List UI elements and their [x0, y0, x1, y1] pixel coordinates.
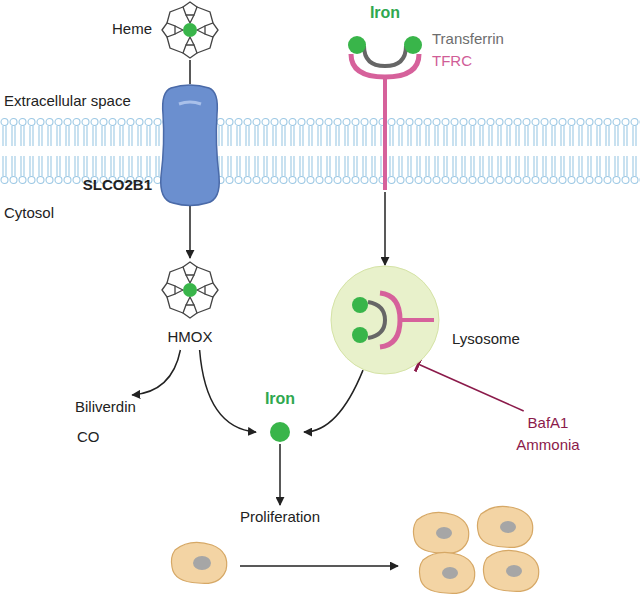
flow-arrow	[132, 350, 180, 395]
label-text: Lysosome	[452, 330, 520, 348]
label-text: Ammonia	[516, 436, 579, 454]
label-text: Heme	[112, 20, 152, 38]
label-text: BafA1	[528, 414, 569, 432]
nucleus	[193, 521, 522, 579]
region-label: Cytosol	[4, 204, 54, 222]
heme-icon: Heme	[160, 0, 220, 60]
outcome-label: Proliferation	[237, 505, 323, 529]
label-text: Proliferation	[240, 508, 320, 526]
label-text: HMOX	[168, 328, 213, 346]
flow-arrow	[200, 350, 256, 432]
flow-arrow	[279, 444, 281, 505]
membrane	[0, 116, 640, 186]
iron-pool: Iron	[256, 390, 304, 444]
lysosome: Lysosome	[330, 265, 440, 375]
flow-arrow	[189, 60, 191, 84]
label-text: Iron	[265, 390, 295, 408]
flow-arrow	[384, 192, 386, 265]
cell	[171, 506, 538, 593]
proliferation-arrow	[240, 565, 398, 567]
label-text: TFRC	[432, 52, 472, 70]
lysosome-shape	[330, 265, 440, 375]
label-text: SLCO2B1	[83, 176, 152, 194]
transporter-shape	[157, 84, 223, 206]
region-label: Extracellular space	[4, 92, 131, 110]
label-text: Biliverdin	[75, 398, 136, 416]
flow-arrow	[189, 206, 191, 258]
flow-arrow	[304, 370, 363, 432]
label-text: CO	[77, 428, 100, 446]
inhibitor-group: BafA1Ammonia	[513, 411, 582, 457]
enzyme-group: HMOX	[158, 258, 222, 350]
products: BiliverdinCO	[72, 395, 139, 449]
label-text: Transferrin	[432, 30, 504, 48]
receptor-complex: IronTransferrinTFRC	[340, 2, 515, 192]
transporter: SLCO2B1	[157, 84, 223, 206]
inhibition-line	[418, 364, 524, 411]
heme-icon-shape	[160, 0, 220, 60]
label-text: Iron	[370, 4, 400, 22]
